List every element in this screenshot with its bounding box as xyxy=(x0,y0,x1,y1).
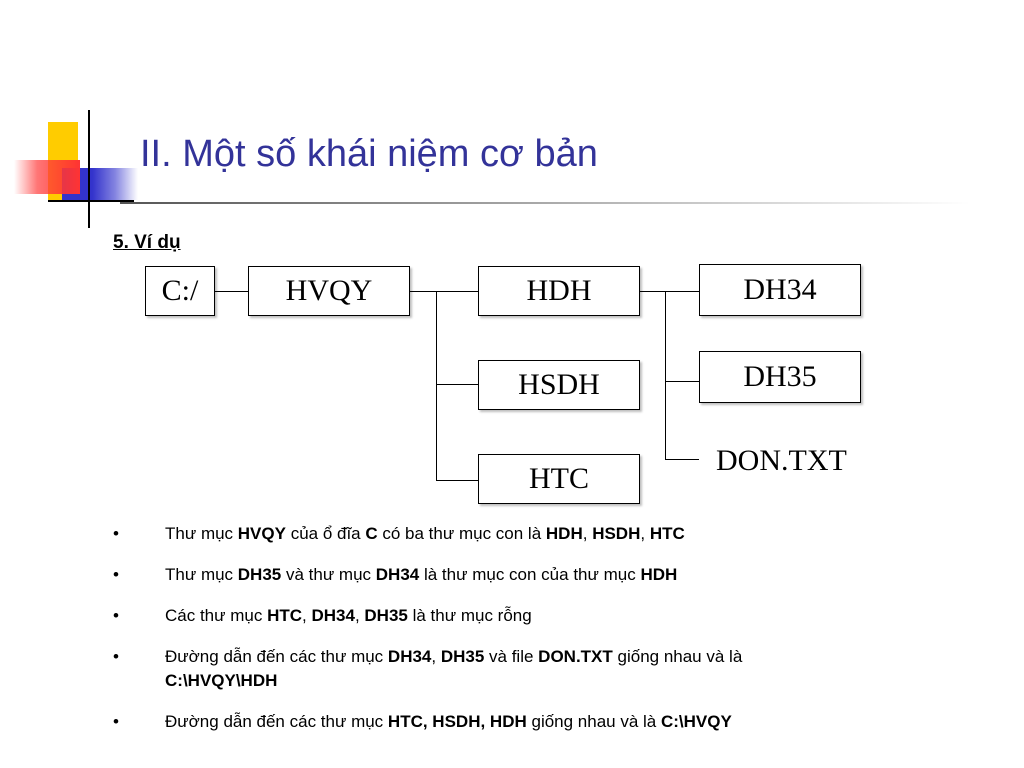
tree-node-hdh: HDH xyxy=(478,266,640,316)
list-item: • Đường dẫn đến các thư mục DH34, DH35 v… xyxy=(113,645,1003,693)
bullet-marker: • xyxy=(113,606,119,625)
decor-horizontal-line xyxy=(48,200,134,202)
bullet-text: , xyxy=(302,606,312,625)
connector-to-dh35 xyxy=(665,381,699,382)
bullet-text: có ba thư mục con là xyxy=(377,524,546,543)
explanation-list: • Thư mục HVQY của ổ đĩa C có ba thư mục… xyxy=(113,522,1003,751)
tree-node-htc: HTC xyxy=(478,454,640,504)
bullet-text: là thư mục rỗng xyxy=(407,606,532,625)
decor-vertical-line xyxy=(88,110,90,228)
bullet-bold: DH34 xyxy=(311,606,355,625)
list-item: • Các thư mục HTC, DH34, DH35 là thư mục… xyxy=(113,604,1003,628)
bullet-text: , xyxy=(582,524,593,543)
bullet-text: của ổ đĩa xyxy=(285,524,366,543)
bullet-marker: • xyxy=(113,647,119,666)
bullet-bold: C:\HVQY xyxy=(660,712,732,731)
connector-to-file xyxy=(665,459,699,460)
bullet-text: , xyxy=(640,524,650,543)
tree-node-root: C:/ xyxy=(145,266,215,316)
tree-file-don-txt: DON.TXT xyxy=(716,444,847,477)
bullet-text: Đường dẫn đến các thư mục xyxy=(165,647,388,666)
bullet-bold: HVQY xyxy=(237,524,286,543)
list-item: • Thư mục HVQY của ổ đĩa C có ba thư mục… xyxy=(113,522,1003,546)
bullet-marker: • xyxy=(113,565,119,584)
decor-red-square xyxy=(14,160,80,194)
bullet-text: Thư mục xyxy=(165,524,238,543)
bullet-text: và file xyxy=(484,647,539,666)
tree-node-hvqy: HVQY xyxy=(248,266,410,316)
tree-node-hsdh: HSDH xyxy=(478,360,640,410)
connector-hvqy-trunk xyxy=(436,291,437,481)
bullet-text: , xyxy=(354,606,365,625)
bullet-bold: C xyxy=(365,524,378,543)
bullet-bold: DH34 xyxy=(375,565,420,584)
bullet-bold: HDH xyxy=(545,524,583,543)
bullet-bold: HTC, HSDH, HDH xyxy=(387,712,527,731)
connector-root-hvqy xyxy=(215,291,248,292)
bullet-text: và thư mục xyxy=(281,565,376,584)
bullet-text: Thư mục xyxy=(165,565,238,584)
connector-hdh-dh34 xyxy=(640,291,699,292)
title-underline-rule xyxy=(120,202,970,204)
bullet-marker: • xyxy=(113,524,119,543)
tree-node-dh35: DH35 xyxy=(699,351,861,403)
connector-hvqy-hdh xyxy=(410,291,478,292)
tree-node-dh34: DH34 xyxy=(699,264,861,316)
slide-title: II. Một số khái niệm cơ bản xyxy=(140,133,598,175)
bullet-bold: HSDH xyxy=(592,524,641,543)
bullet-bold: DH34 xyxy=(387,647,432,666)
bullet-text: giống nhau và là xyxy=(526,712,661,731)
bullet-bold: HTC xyxy=(267,606,303,625)
connector-to-hsdh xyxy=(436,384,478,385)
bullet-text: Đường dẫn đến các thư mục xyxy=(165,712,388,731)
list-item: • Thư mục DH35 và thư mục DH34 là thư mụ… xyxy=(113,563,1003,587)
bullet-bold: C:\HVQY\HDH xyxy=(165,671,278,690)
bullet-text: giống nhau và là xyxy=(612,647,743,666)
bullet-text: là thư mục con của thư mục xyxy=(419,565,641,584)
bullet-bold: DON.TXT xyxy=(538,647,613,666)
bullet-text: , xyxy=(431,647,441,666)
connector-hdh-trunk xyxy=(665,291,666,459)
bullet-text: Các thư mục xyxy=(165,606,268,625)
section-heading: 5. Ví dụ xyxy=(113,232,181,253)
bullet-bold: DH35 xyxy=(440,647,485,666)
bullet-bold: DH35 xyxy=(237,565,282,584)
bullet-bold: HDH xyxy=(640,565,678,584)
bullet-bold: DH35 xyxy=(364,606,408,625)
bullet-marker: • xyxy=(113,712,119,731)
bullet-bold: HTC xyxy=(649,524,685,543)
list-item: • Đường dẫn đến các thư mục HTC, HSDH, H… xyxy=(113,710,1003,734)
connector-to-htc xyxy=(436,480,478,481)
